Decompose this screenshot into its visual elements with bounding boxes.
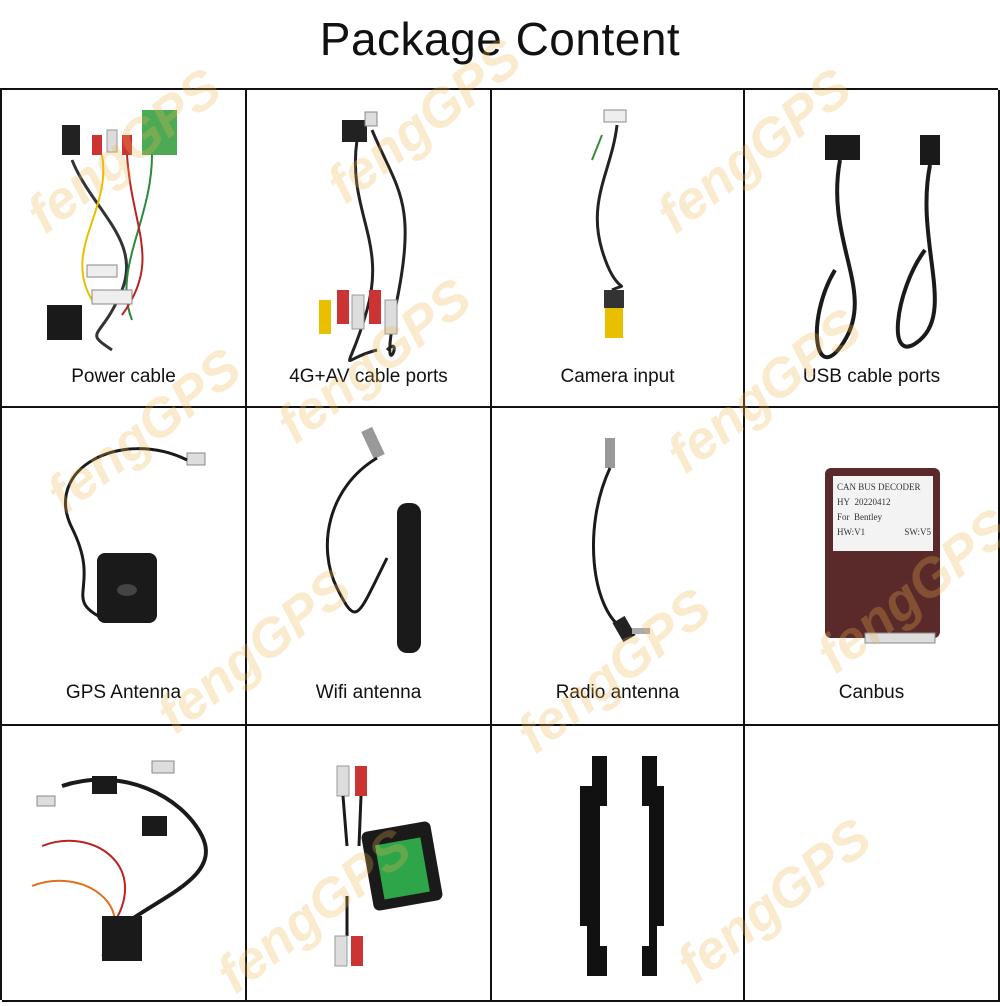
item-label: 4G+AV cable ports bbox=[289, 366, 448, 387]
item-mounting-brackets bbox=[492, 726, 745, 1002]
item-label: GPS Antenna bbox=[65, 682, 182, 703]
usb-cable-image bbox=[814, 135, 940, 359]
item-label: Camera input bbox=[560, 366, 675, 387]
gps-antenna-image bbox=[64, 447, 206, 623]
rca-filter-image bbox=[334, 765, 443, 967]
canbus-image bbox=[825, 468, 940, 644]
canbus-line2: HY 20220412 bbox=[837, 497, 891, 507]
item-harness bbox=[2, 726, 247, 1002]
mounting-brackets-image bbox=[580, 756, 664, 976]
4g-av-cable-image bbox=[319, 111, 407, 362]
item-usb-cable: USB cable ports bbox=[745, 90, 1000, 408]
canbus-label-sticker: CAN BUS DECODER HY 20220412 For Bentley … bbox=[837, 480, 931, 540]
camera-input-image bbox=[591, 109, 627, 338]
item-label: Radio antenna bbox=[555, 682, 680, 703]
radio-antenna-image bbox=[592, 438, 650, 643]
item-wifi-antenna: Wifi antenna bbox=[247, 408, 492, 726]
item-label: Canbus bbox=[838, 682, 905, 703]
page-title: Package Content bbox=[319, 13, 681, 65]
power-cable-image bbox=[47, 110, 177, 352]
item-radio-antenna: Radio antenna bbox=[492, 408, 745, 726]
canbus-line1: CAN BUS DECODER bbox=[837, 482, 921, 492]
harness-image bbox=[31, 760, 208, 961]
package-grid: Power cable 4G+AV cable ports Camera inp… bbox=[0, 88, 1000, 1002]
item-power-cable: Power cable bbox=[2, 90, 247, 408]
item-label: USB cable ports bbox=[802, 366, 941, 387]
item-canbus: CAN BUS DECODER HY 20220412 For Bentley … bbox=[745, 408, 1000, 726]
item-camera-input: Camera input bbox=[492, 90, 745, 408]
item-rca-filter bbox=[247, 726, 492, 1002]
canbus-line3: For Bentley bbox=[837, 512, 883, 522]
item-empty bbox=[745, 726, 1000, 1002]
item-4g-av-cable: 4G+AV cable ports bbox=[247, 90, 492, 408]
wifi-antenna-image bbox=[325, 426, 421, 653]
item-label: Power cable bbox=[71, 366, 176, 387]
item-label: Wifi antenna bbox=[315, 682, 422, 703]
item-gps-antenna: GPS Antenna bbox=[2, 408, 247, 726]
